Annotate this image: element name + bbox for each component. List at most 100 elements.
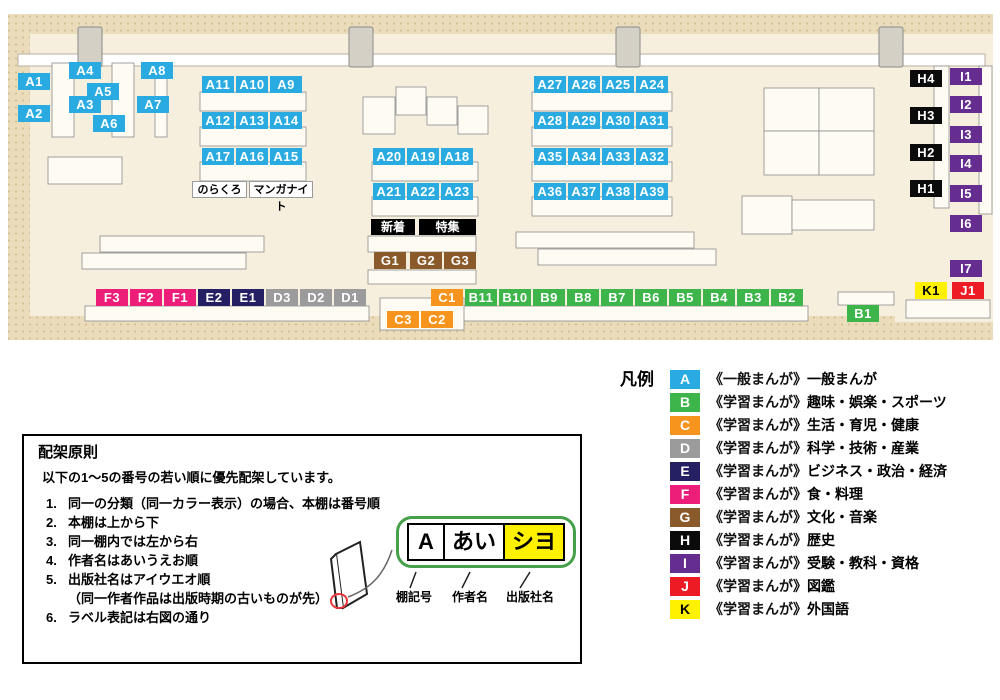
map-banner: 新着 xyxy=(371,219,415,235)
legend-chip-I: I xyxy=(670,554,700,573)
shelf-label-A10: A10 xyxy=(236,76,268,93)
legend-item-K: K《学習まんが》外国語 xyxy=(670,600,947,619)
legend-label: 生活・育児・健康 xyxy=(807,417,919,433)
shelf-label-B11: B11 xyxy=(465,289,497,306)
legend-item-I: I 《学習まんが》受験・教科・資格 xyxy=(670,554,947,573)
shelf-label-B7: B7 xyxy=(601,289,633,306)
label-format-box: A あい シヨ xyxy=(396,516,576,568)
legend-scope: 《学習まんが》 xyxy=(709,417,807,433)
shelf-label-A3: A3 xyxy=(69,96,101,113)
legend-item-G: G《学習まんが》文化・音楽 xyxy=(670,508,947,527)
shelf-label-C1: C1 xyxy=(431,289,463,306)
principles-title: 配架原則 xyxy=(38,444,99,461)
shelf-label-B3: B3 xyxy=(737,289,769,306)
shelf-label-A35: A35 xyxy=(534,148,566,165)
shelf-label-A33: A33 xyxy=(602,148,634,165)
legend-scope: 《学習まんが》 xyxy=(709,532,807,548)
floor-plan xyxy=(8,14,993,340)
shelf-blocks xyxy=(47,62,993,331)
shelf-label-A26: A26 xyxy=(568,76,600,93)
principle-rule-3: 3. 同一棚内では左から右 xyxy=(46,532,380,551)
principles-intro: 以下の1～5の番号の若い順に優先配架しています。 xyxy=(42,470,341,485)
shelf-label-G2: G2 xyxy=(410,252,442,269)
shelf-label-B10: B10 xyxy=(499,289,531,306)
legend-item-J: J《学習まんが》図鑑 xyxy=(670,577,947,596)
principles-panel: 配架原則 以下の1～5の番号の若い順に優先配架しています。 1.同一の分類（同一… xyxy=(22,434,582,664)
shelf-label-H3: H3 xyxy=(910,107,942,124)
principle-rule-number: 4. xyxy=(46,553,57,568)
shelf-label-F1: F1 xyxy=(164,289,196,306)
legend-scope: 《学習まんが》 xyxy=(709,578,807,594)
principle-rule-number: 3. xyxy=(46,534,57,549)
shelf-label-B2: B2 xyxy=(771,289,803,306)
shelf-label-A30: A30 xyxy=(602,112,634,129)
principle-rule-6: 6.ラベル表記は右図の通り xyxy=(46,608,380,627)
principle-rule-number: 5. xyxy=(46,572,57,587)
shelf-label-A9: A9 xyxy=(270,76,302,93)
legend-label: 受験・教科・資格 xyxy=(807,555,919,571)
shelf-label-A6: A6 xyxy=(93,115,125,132)
shelf-label-D2: D2 xyxy=(300,289,332,306)
shelf-label-F3: F3 xyxy=(96,289,128,306)
shelf-label-D3: D3 xyxy=(266,289,298,306)
principle-rule-text: ラベル表記は右図の通り xyxy=(68,610,212,625)
shelf-label-A13: A13 xyxy=(236,112,268,129)
shelf-label-A1: A1 xyxy=(18,73,50,90)
shelf-label-A39: A39 xyxy=(636,183,668,200)
legend-scope: 《学習まんが》 xyxy=(709,601,807,617)
legend-item-H: H 《学習まんが》歴史 xyxy=(670,531,947,550)
map-banner: 特集 xyxy=(419,219,476,235)
shelf-label-A11: A11 xyxy=(202,76,234,93)
legend-chip-A: A xyxy=(670,370,700,389)
principle-rule-2: 2.本棚は上から下 xyxy=(46,513,380,532)
legend-scope: 《学習まんが》 xyxy=(709,486,807,502)
legend-scope: 《一般まんが》 xyxy=(709,371,807,387)
shelf-label-A32: A32 xyxy=(636,148,668,165)
shelf-label-I6: I6 xyxy=(950,215,982,232)
shelf-label-B4: B4 xyxy=(703,289,735,306)
shelf-label-A36: A36 xyxy=(534,183,566,200)
legend-label: 図鑑 xyxy=(807,578,835,594)
shelf-label-A5: A5 xyxy=(87,83,119,100)
principle-rule-text: 同一棚内では左から右 xyxy=(68,534,199,549)
legend-title: 凡例 xyxy=(620,370,654,389)
legend-item-F: F《学習まんが》食・料理 xyxy=(670,485,947,504)
shelf-label-G1: G1 xyxy=(374,252,406,269)
shelf-label-A4: A4 xyxy=(69,62,101,79)
legend-chip-E: E xyxy=(670,462,700,481)
shelf-label-H4: H4 xyxy=(910,70,942,87)
map-text-label: のらくろ xyxy=(192,181,247,198)
legend-chip-H: H xyxy=(670,531,700,550)
legend-item-D: D《学習まんが》科学・技術・産業 xyxy=(670,439,947,458)
shelf-label-B6: B6 xyxy=(635,289,667,306)
legend-item-B: B《学習まんが》趣味・娯楽・スポーツ xyxy=(670,393,947,412)
legend-label: 歴史 xyxy=(807,532,835,548)
shelf-label-A12: A12 xyxy=(202,112,234,129)
shelf-label-A15: A15 xyxy=(270,148,302,165)
shelf-label-A17: A17 xyxy=(202,148,234,165)
shelf-label-C3: C3 xyxy=(387,311,419,328)
shelf-label-I2: I2 xyxy=(950,96,982,113)
shelf-label-A31: A31 xyxy=(636,112,668,129)
legend-label: 趣味・娯楽・スポーツ xyxy=(807,394,947,410)
shelf-label-J1: J1 xyxy=(952,282,984,299)
shelf-label-A24: A24 xyxy=(636,76,668,93)
shelf-label-A34: A34 xyxy=(568,148,600,165)
callout-shelf-code: 棚記号 xyxy=(396,590,433,604)
legend-scope: 《学習まんが》 xyxy=(709,555,807,571)
legend-scope: 《学習まんが》 xyxy=(709,394,807,410)
shelf-label-B5: B5 xyxy=(669,289,701,306)
shelf-label-A37: A37 xyxy=(568,183,600,200)
shelf-label-G3: G3 xyxy=(444,252,476,269)
legend-chip-F: F xyxy=(670,485,700,504)
principle-rule-5: 5.出版社名はアイウエオ順 xyxy=(46,570,380,589)
principle-rule-text: 同一の分類（同一カラー表示）の場合、本棚は番号順 xyxy=(68,496,381,511)
shelf-label-A25: A25 xyxy=(602,76,634,93)
legend-item-E: E《学習まんが》ビジネス・政治・経済 xyxy=(670,462,947,481)
legend-scope: 《学習まんが》 xyxy=(709,463,807,479)
shelf-label-E1: E1 xyxy=(232,289,264,306)
shelf-label-A21: A21 xyxy=(373,183,405,200)
principle-rule-text: 本棚は上から下 xyxy=(68,515,160,530)
